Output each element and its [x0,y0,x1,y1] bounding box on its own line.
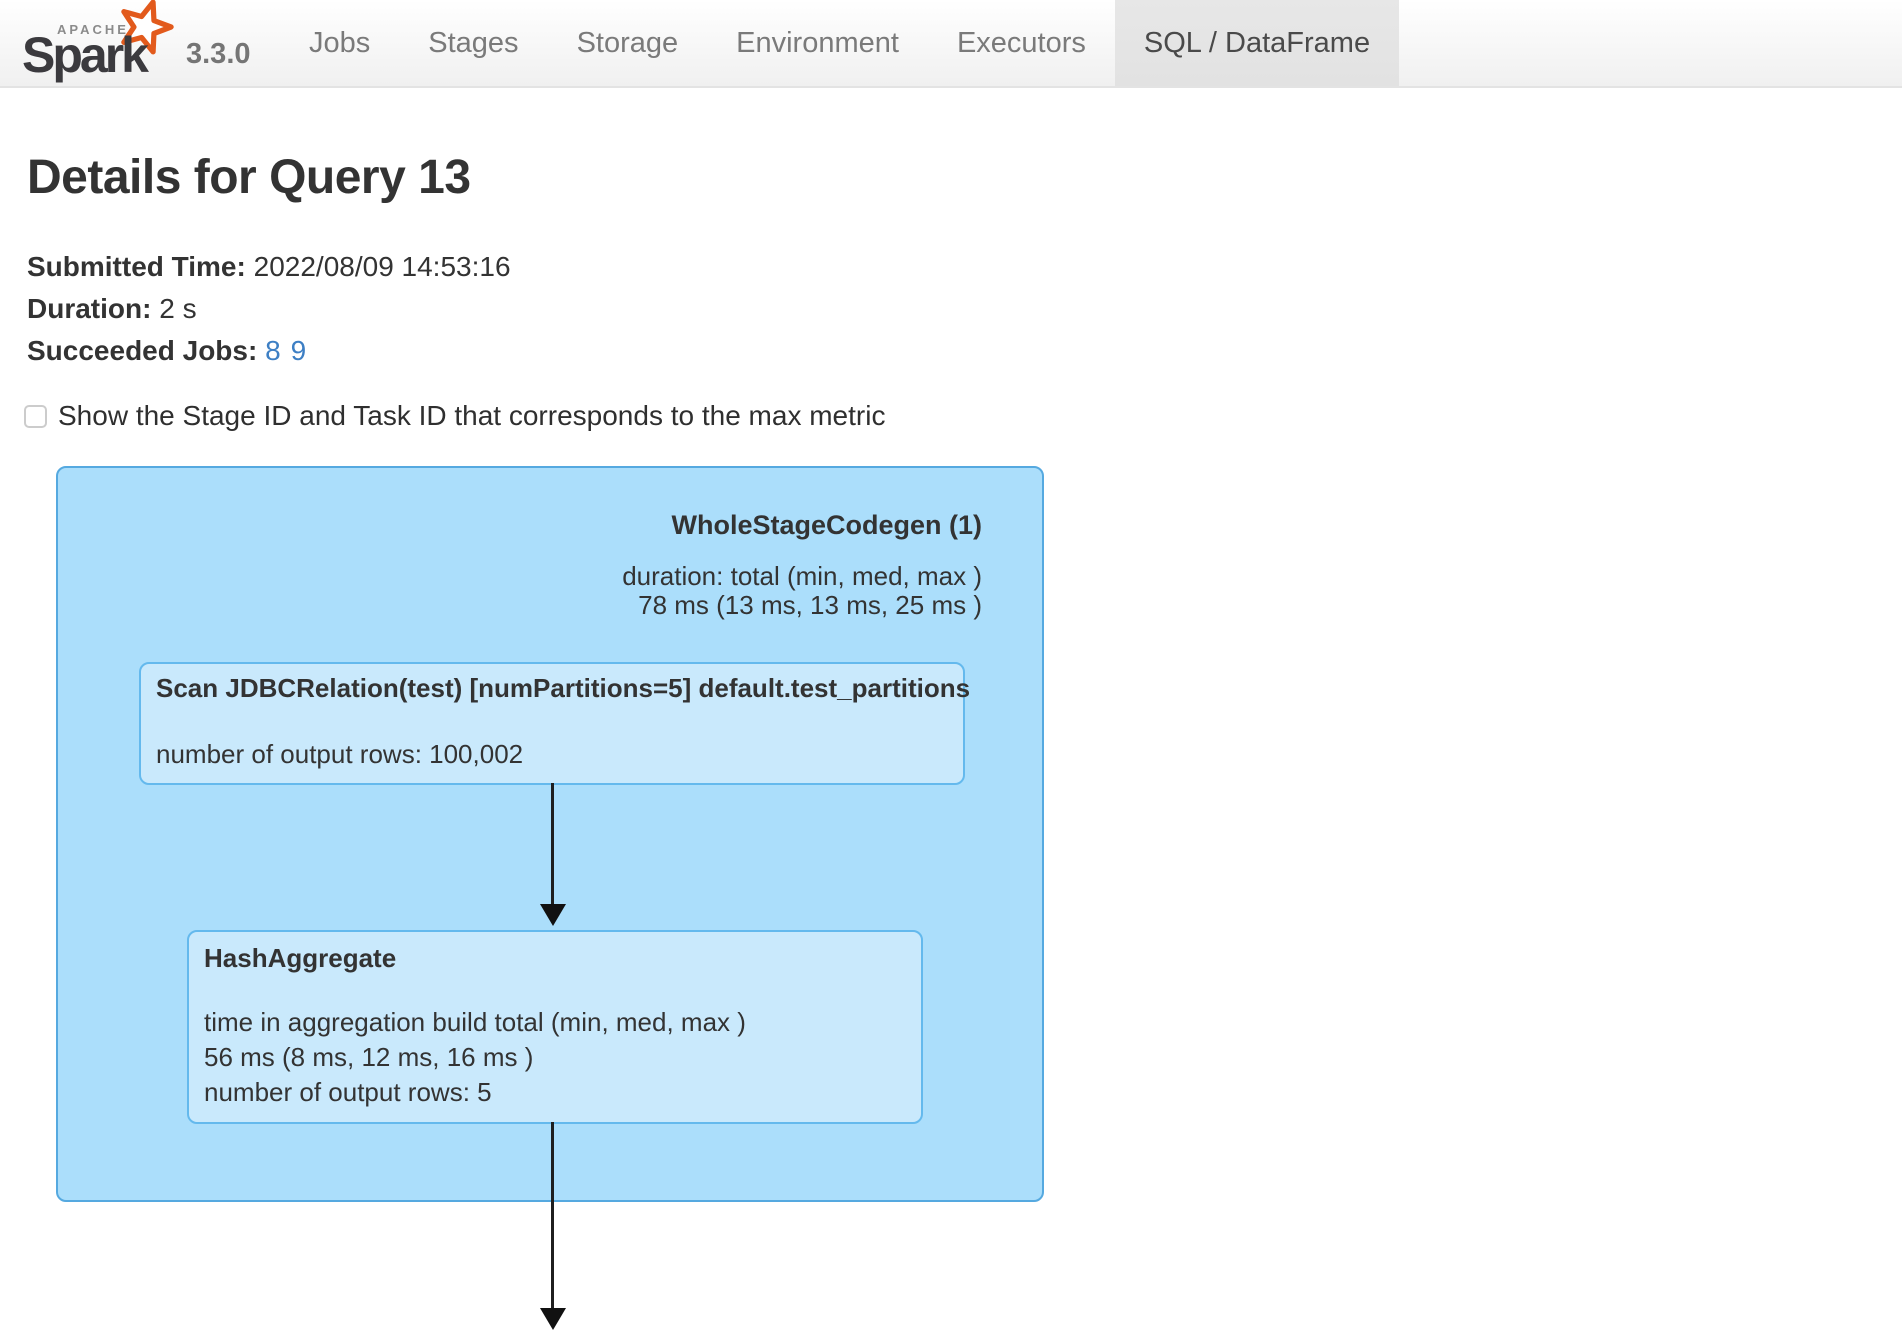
page-title: Details for Query 13 [27,151,471,204]
edge-hashaggregate-down [551,1122,554,1310]
spark-wordmark: Spark [22,27,149,83]
cluster-header: WholeStageCodegen (1) duration: total (m… [622,508,982,620]
wholestagecodegen-cluster: WholeStageCodegen (1) duration: total (m… [56,466,1044,1202]
tab-environment[interactable]: Environment [736,26,899,59]
tab-storage[interactable]: Storage [576,26,679,59]
node-title: Scan JDBCRelation(test) [numPartitions=5… [156,673,971,703]
spark-version: 3.3.0 [186,38,251,70]
node-metric-line: time in aggregation build total (min, me… [204,1007,746,1037]
cluster-metrics: duration: total (min, med, max ) 78 ms (… [622,562,982,620]
node-hashaggregate: HashAggregate time in aggregation build … [187,930,923,1124]
tab-executors[interactable]: Executors [956,26,1086,59]
apache-label: APACHE [57,22,129,37]
node-metrics: time in aggregation build total (min, me… [204,1005,906,1110]
node-metric-line: 56 ms (8 ms, 12 ms, 16 ms ) [204,1042,534,1072]
edge-scan-to-hashaggregate [551,783,554,906]
duration-label: Duration: [27,293,152,324]
spark-star-icon [121,0,174,55]
arrowhead-icon [540,904,566,926]
max-metric-checkbox-label: Show the Stage ID and Task ID that corre… [58,400,886,431]
node-metric-line: number of output rows: 5 [204,1077,492,1107]
duration-value: 2 s [159,293,197,324]
cluster-title: WholeStageCodegen (1) [671,510,982,540]
submitted-time-row: Submitted Time: 2022/08/09 14:53:16 [27,246,511,288]
tab-sql-dataframe[interactable]: SQL / DataFrame [1114,0,1400,86]
cluster-metric-line: 78 ms (13 ms, 13 ms, 25 ms ) [638,590,982,620]
nav-tabs: Jobs Stages Storage Environment Executor… [280,0,1400,86]
job-link-8[interactable]: 8 [265,335,281,366]
duration-row: Duration: 2 s [27,288,511,330]
submitted-time-label: Submitted Time: [27,251,246,282]
top-navbar: APACHE Spark 3.3.0 Jobs Stages Storage E… [0,0,1902,88]
query-meta: Submitted Time: 2022/08/09 14:53:16 Dura… [27,246,511,372]
spark-logo: APACHE Spark 3.3.0 [0,0,270,88]
node-metric-line: number of output rows: 100,002 [156,739,524,769]
node-metrics: number of output rows: 100,002 [156,738,948,770]
job-link-9[interactable]: 9 [290,335,307,366]
tab-stages[interactable]: Stages [428,26,519,59]
max-metric-checkbox[interactable] [24,404,47,428]
tab-jobs[interactable]: Jobs [309,26,371,59]
arrowhead-icon [540,1308,566,1330]
succeeded-jobs-label: Succeeded Jobs: [27,335,258,366]
node-title: HashAggregate [204,943,397,973]
max-metric-toggle-row: Show the Stage ID and Task ID that corre… [24,400,885,432]
node-scan-jdbcrelation: Scan JDBCRelation(test) [numPartitions=5… [139,662,971,785]
cluster-metric-line: duration: total (min, med, max ) [622,561,982,591]
submitted-time-value: 2022/08/09 14:53:16 [253,251,511,282]
